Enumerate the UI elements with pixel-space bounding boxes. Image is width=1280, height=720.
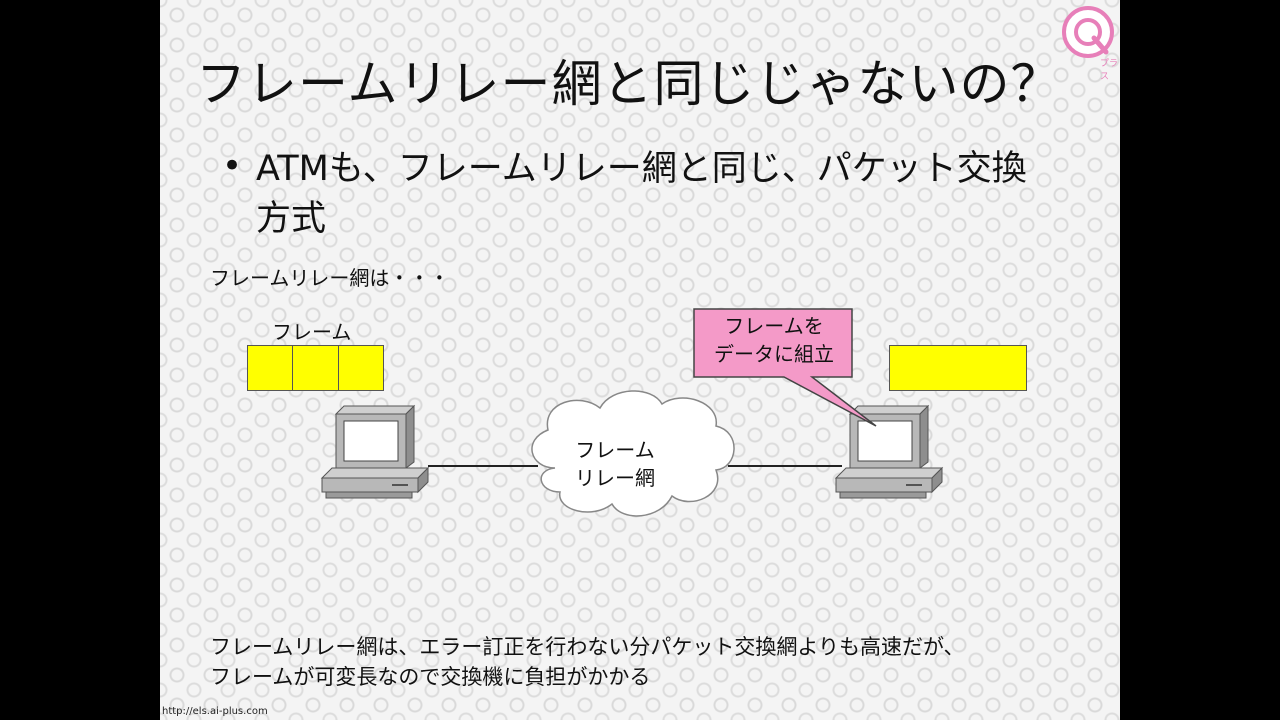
left-computer-icon	[320, 404, 430, 499]
cloud-label-line: リレー網	[575, 466, 655, 490]
frame-relay-cloud-icon	[531, 390, 735, 517]
summary-text: フレームリレー網は、エラー訂正を行わない分パケット交換網よりも高速だが、 フレー…	[210, 632, 1090, 692]
bullet-text: ATMも、フレームリレー網と同じ、パケット交換方式	[256, 149, 1027, 239]
network-diagram	[320, 308, 944, 517]
cloud-label: フレーム リレー網	[555, 436, 675, 492]
logo-text: プラス	[1100, 59, 1119, 82]
q-plus-logo-icon	[1062, 6, 1114, 58]
callout-text: フレームを データに組立	[696, 312, 852, 368]
summary-line: フレームが可変長なので交換機に負担がかかる	[210, 665, 651, 689]
site-url: http://els.ai-plus.com	[162, 706, 268, 717]
frame-blocks	[247, 345, 384, 391]
frame-label: フレーム	[272, 320, 352, 344]
frame-block	[248, 346, 294, 390]
callout-bubble	[693, 308, 877, 427]
summary-line: フレームリレー網は、エラー訂正を行わない分パケット交換網よりも高速だが、	[210, 635, 965, 659]
callout-line: フレームを	[724, 314, 824, 338]
frame-block	[293, 346, 339, 390]
bullet-marker: •	[222, 146, 243, 186]
assembled-data-block	[889, 345, 1027, 391]
slide: フレームリレー網と同じじゃないの？ • ATMも、フレームリレー網と同じ、パケッ…	[160, 0, 1120, 720]
cloud-label-line: フレーム	[575, 438, 655, 462]
callout-line: データに組立	[714, 342, 834, 366]
slide-title: フレームリレー網と同じじゃないの？	[196, 55, 1062, 113]
right-computer-icon	[834, 404, 944, 499]
lead-text: フレームリレー網は・・・	[210, 266, 450, 290]
